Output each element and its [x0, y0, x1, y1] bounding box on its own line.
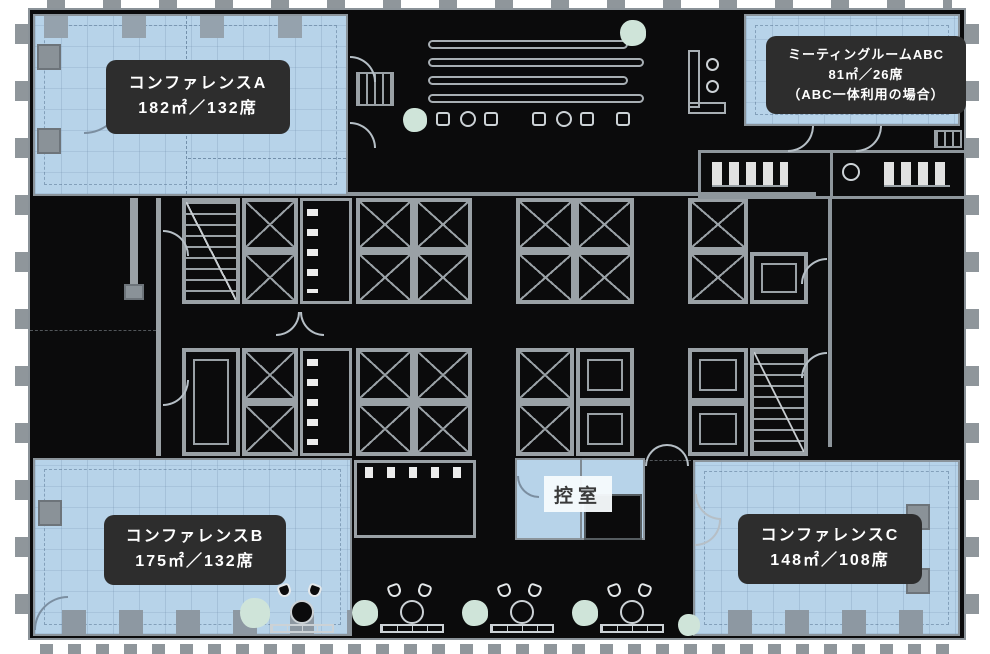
room-name: 控室	[553, 485, 602, 507]
pillar	[37, 128, 61, 154]
service-elevator	[688, 348, 748, 402]
elevator-shaft	[414, 402, 472, 456]
reception-desk	[688, 50, 700, 108]
lobby-seat	[580, 112, 594, 126]
label-anteroom: 控室	[544, 476, 612, 512]
escalator	[428, 58, 644, 67]
lobby-table	[556, 111, 572, 127]
room-note: （ABC一体利用の場合）	[787, 87, 945, 103]
pantry-counter	[884, 162, 950, 187]
room-spec: 182㎡／132席	[138, 100, 258, 117]
pantry-wall	[830, 150, 833, 199]
lounge-table	[510, 600, 534, 624]
plant	[620, 20, 646, 46]
reception-chair	[706, 80, 719, 93]
elevator-shaft	[575, 198, 634, 251]
room-conference-a	[33, 14, 348, 196]
elevator-shaft	[242, 402, 298, 456]
lobby-core-wall	[348, 192, 816, 196]
pantry-counter	[712, 162, 788, 187]
lounge-table	[620, 600, 644, 624]
core-wall-left	[156, 198, 161, 456]
escalator	[428, 76, 628, 85]
plant	[462, 600, 488, 626]
lobby-seat	[436, 112, 450, 126]
stairwell	[182, 198, 240, 304]
wall-spur	[130, 198, 138, 290]
restroom-block	[354, 460, 476, 538]
lobby-seat	[616, 112, 630, 126]
tenant-zone-wall	[828, 199, 832, 447]
service-elevator	[576, 402, 634, 456]
plant	[572, 600, 598, 626]
label-conference-c: コンファレンスC 148㎡／108席	[738, 514, 922, 584]
plant	[240, 598, 270, 628]
elevator-shaft	[516, 198, 575, 251]
lounge-table	[290, 600, 314, 624]
perimeter-pillars-bottom	[40, 644, 952, 654]
vent-hatch	[934, 130, 962, 148]
lounge-bench	[270, 624, 334, 633]
label-conference-b: コンファレンスB 175㎡／132席	[104, 515, 286, 585]
room-spec: 81㎡／26席	[828, 66, 904, 82]
restroom-block	[300, 348, 352, 456]
partition-line	[188, 158, 346, 159]
lounge-bench	[600, 624, 664, 633]
label-conference-a: コンファレンスA 182㎡／132席	[106, 60, 290, 134]
pillar	[38, 500, 62, 526]
corridor-line	[30, 330, 156, 331]
pantry-table	[842, 163, 860, 181]
pillar-row	[44, 16, 330, 38]
elevator-shaft	[242, 251, 298, 304]
pillar-row	[728, 610, 952, 634]
elevator-shaft	[688, 198, 748, 251]
elevator-shaft	[356, 402, 414, 456]
room-spec: 175㎡／132席	[135, 553, 255, 570]
elevator-shaft	[516, 348, 574, 402]
elevator-shaft	[414, 198, 472, 251]
escalator	[428, 94, 644, 103]
elevator-shaft	[575, 251, 634, 304]
elevator-shaft	[516, 251, 575, 304]
plant	[352, 600, 378, 626]
room-name: コンファレンスB	[125, 528, 265, 546]
perimeter-pillars-right	[966, 24, 979, 624]
pillar	[37, 44, 61, 70]
elevator-shaft	[356, 348, 414, 402]
room-name: コンファレンスC	[760, 527, 900, 545]
escalator	[428, 40, 628, 49]
pantry-wall	[698, 150, 701, 199]
room-spec: 148㎡／108席	[770, 552, 890, 569]
wall-spur-end	[124, 284, 144, 300]
room-name: コンファレンスA	[128, 75, 268, 93]
lounge-bench	[380, 624, 444, 633]
plant	[403, 108, 427, 132]
elevator-shaft	[242, 348, 298, 402]
perimeter-pillars-left	[15, 24, 28, 624]
lounge-table	[400, 600, 424, 624]
room-name: ミーティングルームABC	[788, 46, 944, 62]
lobby-seat	[532, 112, 546, 126]
elevator-shaft	[414, 251, 472, 304]
lounge-bench	[490, 624, 554, 633]
stairwell	[750, 348, 808, 456]
reception-desk	[688, 102, 726, 114]
elevator-shaft	[414, 348, 472, 402]
reception-chair	[706, 58, 719, 71]
perimeter-pillars-top	[47, 0, 952, 8]
service-elevator	[576, 348, 634, 402]
elevator-shaft	[688, 251, 748, 304]
label-meeting-abc: ミーティングルームABC 81㎡／26席 （ABC一体利用の場合）	[766, 36, 966, 114]
machine-room	[182, 348, 240, 456]
lobby-seat	[484, 112, 498, 126]
elevator-shaft	[516, 402, 574, 456]
plant	[678, 614, 700, 636]
lobby-table	[460, 111, 476, 127]
service-elevator	[750, 252, 808, 304]
elevator-shaft	[242, 198, 298, 251]
restroom-block	[300, 198, 352, 304]
elevator-shaft	[356, 251, 414, 304]
elevator-shaft	[356, 198, 414, 251]
service-elevator	[688, 402, 748, 456]
